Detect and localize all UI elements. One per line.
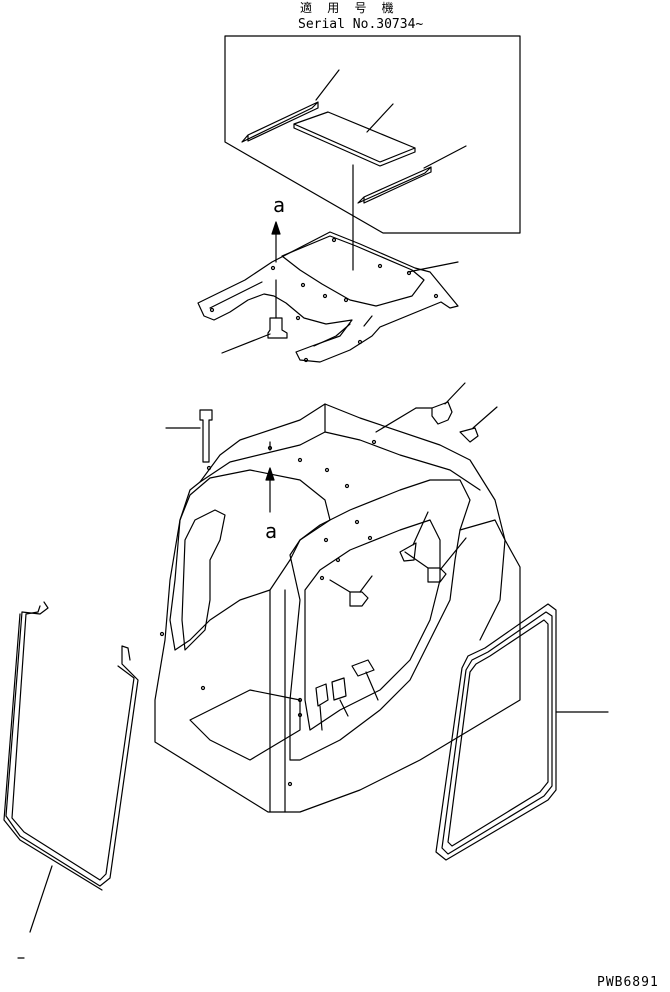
side-wedge xyxy=(400,512,428,561)
leader-roof-panel xyxy=(408,262,458,272)
roof-panel xyxy=(198,232,458,362)
reference-mark-top: a xyxy=(273,193,286,217)
leader-wedge xyxy=(413,512,428,545)
cab-outline xyxy=(155,404,520,812)
right-window-seal xyxy=(436,604,608,860)
rear-pillar xyxy=(270,590,285,812)
front-right-panel xyxy=(460,520,505,640)
cab-floor xyxy=(190,690,300,760)
side-bolt-center xyxy=(330,576,372,606)
door-opening xyxy=(290,480,470,760)
door-plate-left xyxy=(316,684,328,730)
roof-insulation-strips xyxy=(242,70,466,270)
door-plate-right xyxy=(332,678,348,716)
side-bolt-right xyxy=(405,538,466,582)
door-inner xyxy=(305,520,440,730)
leader-side-bolt-center xyxy=(360,576,372,592)
leader-bracket xyxy=(445,383,465,404)
leader-plate-right xyxy=(340,700,348,716)
leader-side-bolt-right xyxy=(440,538,466,570)
roof-clip xyxy=(460,407,497,442)
reference-mark-bottom: a xyxy=(265,519,278,543)
leader-plate-left xyxy=(320,706,322,730)
serial-frame xyxy=(225,36,520,233)
left-strip xyxy=(242,102,318,142)
leader-center-pad xyxy=(367,104,393,132)
reference-arrow-bottom xyxy=(266,442,274,512)
center-pad xyxy=(294,112,415,166)
left-weatherstrip xyxy=(4,602,138,932)
roof-bracket xyxy=(376,383,465,432)
leader-door-bolt xyxy=(366,672,378,700)
serial-number-label: Serial No.30734~ xyxy=(298,17,424,32)
cab-roof-edge xyxy=(200,404,480,490)
reference-arrow-top xyxy=(272,222,280,262)
leader-left-weatherstrip xyxy=(30,866,52,932)
leader-clip xyxy=(473,407,497,428)
side-window-left xyxy=(182,510,225,650)
leader-roof-bolt xyxy=(222,334,270,353)
drawing-code: PWB6891 xyxy=(597,975,659,990)
door-bolt xyxy=(352,660,378,700)
leader-right-strip xyxy=(424,146,466,168)
cab-body xyxy=(155,404,520,812)
right-strip xyxy=(358,167,431,203)
applicability-label: 適 用 号 機 xyxy=(300,1,398,15)
front-window-frame xyxy=(170,470,330,650)
leader-left-strip xyxy=(316,70,339,100)
roof-bolt xyxy=(222,280,287,353)
cab-top-bolt xyxy=(166,410,212,462)
